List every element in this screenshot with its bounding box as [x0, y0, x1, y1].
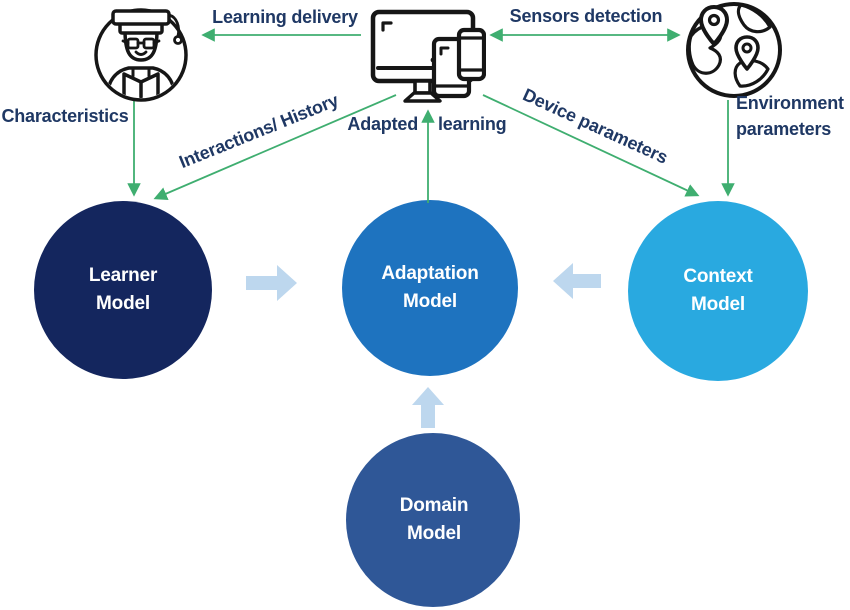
adaptation-model-label: Adaptation Model	[340, 260, 520, 315]
computer-tablet-phone-icon	[370, 9, 486, 103]
domain-model-circle	[346, 433, 520, 607]
domain-model-label: Domain Model	[344, 492, 524, 547]
location-pin-bottom	[734, 35, 760, 71]
context-model-label-line2: Model	[691, 293, 745, 315]
block-arrow-context-to-adaptation	[553, 263, 601, 299]
adapted-learning-label-left: Adapted	[347, 114, 418, 134]
context-model-label-line1: Context	[683, 266, 753, 287]
student-glasses	[121, 37, 161, 50]
block-arrow-learner-to-adaptation	[246, 265, 297, 301]
arrow-interactions-history	[153, 94, 397, 200]
environment-parameters-label: Environment parameters	[736, 93, 844, 140]
block-arrow-domain-to-adaptation	[412, 387, 444, 428]
learner-model-label: Learner Model	[33, 262, 213, 317]
student-smile	[134, 50, 148, 56]
sensors-detection-label: Sensors detection	[509, 6, 663, 26]
adapted-learning-label-right: learning	[438, 114, 507, 134]
student-graduation-cap	[111, 9, 183, 45]
student-graduate-reading-icon	[94, 8, 188, 102]
domain-model-label-line2: Model	[407, 522, 461, 544]
domain-model-label-line1: Domain	[399, 495, 469, 516]
learner-model-label-line1: Learner	[88, 265, 158, 286]
adaptation-model-label-line1: Adaptation	[381, 263, 479, 284]
adaptation-model-circle	[342, 200, 518, 376]
student-face	[123, 28, 159, 62]
smartphone	[456, 27, 486, 82]
characteristics-label: Characteristics	[1, 106, 129, 126]
globe-location-pins-icon	[686, 2, 782, 98]
learning-delivery-label: Learning delivery	[212, 7, 358, 27]
learner-model-label-line2: Model	[96, 292, 150, 314]
adaptation-model-label-line2: Model	[403, 290, 457, 312]
learner-model-circle	[34, 201, 212, 379]
arrow-device-parameters	[482, 94, 700, 197]
student-body	[105, 66, 177, 98]
context-model-circle	[628, 201, 808, 381]
context-model-label: Context Model	[628, 263, 808, 318]
location-pin-top	[699, 5, 729, 46]
